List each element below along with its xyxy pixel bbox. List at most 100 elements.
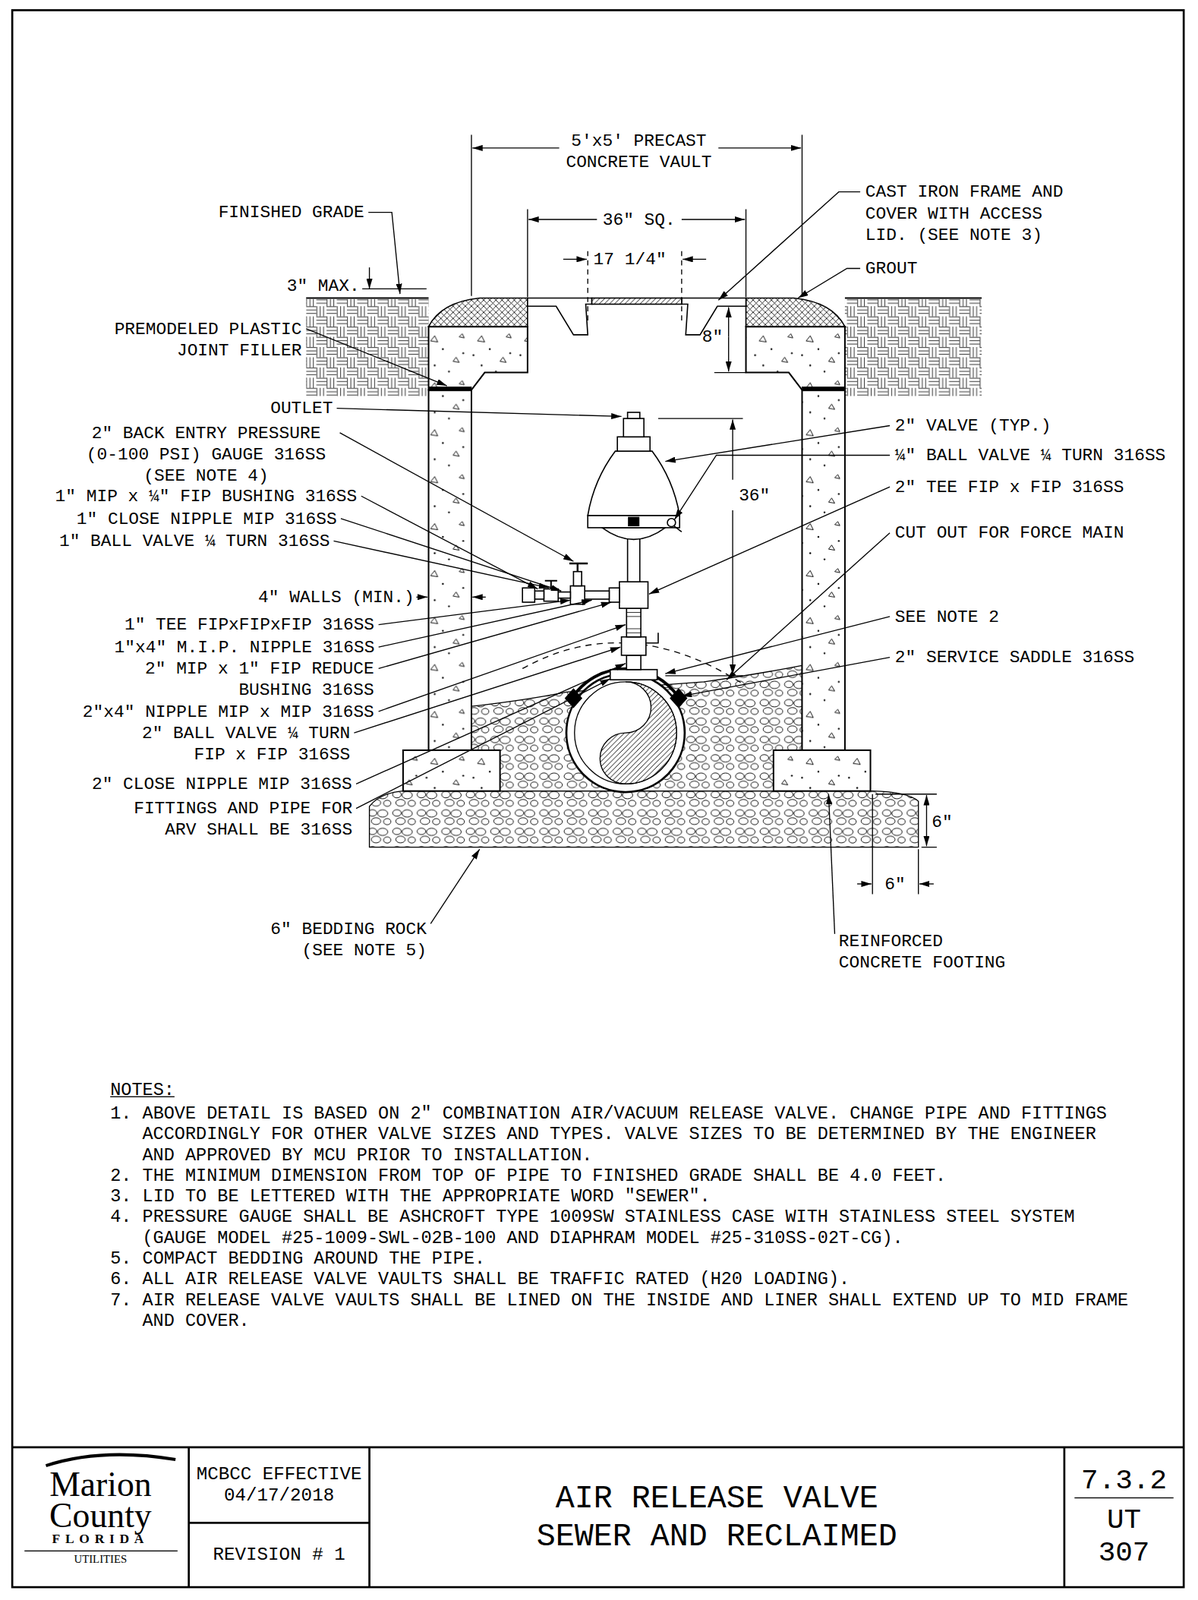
callout-label: ¼" BALL VALVE ¼ TURN 316SS xyxy=(895,444,1167,466)
air-release-assembly xyxy=(617,436,650,451)
air-release-assembly xyxy=(570,586,585,605)
force-main-pipe xyxy=(599,681,677,784)
callout-label: GROUT xyxy=(865,257,918,279)
logo-department: UTILITIES xyxy=(24,1550,178,1566)
soil-hatch xyxy=(305,299,429,397)
effective-date: MCBCC EFFECTIVE 04/17/2018 xyxy=(190,1462,367,1506)
frame-and-cover xyxy=(428,297,528,327)
force-main-pipe xyxy=(573,668,678,697)
leader-lines xyxy=(356,663,626,785)
detail-number: 7.3.2 xyxy=(1075,1464,1173,1498)
callout-label: 2" VALVE (TYP.) xyxy=(895,414,1052,436)
dimension-lines xyxy=(682,258,707,260)
callout-label: 1" BALL VALVE ¼ TURN 316SS xyxy=(59,529,331,552)
dimension-lines xyxy=(658,418,744,676)
callout-label: 1" CLOSE NIPPLE MIP 316SS xyxy=(76,507,338,530)
callout-label: PREMODELED PLASTIC JOINT FILLER xyxy=(109,318,303,361)
callout-label: 6" BEDDING ROCK (SEE NOTE 5) xyxy=(264,917,427,961)
dimension-lines xyxy=(872,794,918,895)
concrete-vault xyxy=(773,750,871,792)
sheet-border xyxy=(12,1447,1184,1587)
logo-cell: Marion CountyFLORIDAUTILITIES xyxy=(12,1447,190,1587)
leader-lines xyxy=(726,532,890,681)
note-text: 4. PRESSURE GAUGE SHALL BE ASHCROFT TYPE… xyxy=(110,1206,1129,1249)
leader-lines xyxy=(681,657,890,697)
dimension-lines xyxy=(472,147,559,149)
note-text: 1. ABOVE DETAIL IS BASED ON 2" COMBINATI… xyxy=(110,1103,1129,1166)
sheet-border xyxy=(12,9,1184,1587)
sheet-border xyxy=(12,9,1184,1587)
force-main-pipe xyxy=(574,681,677,784)
notes-heading: NOTES: xyxy=(110,1079,1129,1101)
bedding-rock xyxy=(471,665,802,791)
air-release-assembly xyxy=(543,589,559,602)
dimension-lines xyxy=(919,882,934,884)
dimension-lines xyxy=(875,794,937,848)
air-release-assembly xyxy=(646,632,659,643)
callout-label: 2" MIP x 1" FIP REDUCE BUSHING 316SS xyxy=(139,657,375,700)
revision-cell: REVISION # 1 xyxy=(189,1522,370,1587)
notes-block: NOTES:1. ABOVE DETAIL IS BASED ON 2" COM… xyxy=(110,1079,1129,1331)
callout-label: 2" CLOSE NIPPLE MIP 316SS xyxy=(91,772,353,795)
leader-lines xyxy=(334,540,550,588)
leader-lines xyxy=(353,646,621,733)
leader-lines xyxy=(305,192,890,934)
leader-lines xyxy=(674,454,890,520)
dimension-lines xyxy=(926,821,927,846)
dimension-lines xyxy=(527,209,747,298)
dimension-label: 17 1/4" xyxy=(593,248,667,270)
dimension-lines xyxy=(368,267,370,289)
air-release-assembly xyxy=(602,527,666,540)
dimension-lines xyxy=(362,288,427,290)
revision-number: REVISION # 1 xyxy=(213,1544,346,1566)
dimension-label: 6" xyxy=(884,873,905,895)
force-main-pipe xyxy=(522,643,743,792)
sheet-number: UT 307 xyxy=(1093,1503,1154,1570)
air-release-assembly xyxy=(573,571,582,587)
air-release-assembly xyxy=(626,608,641,637)
date-cell: MCBCC EFFECTIVE 04/17/2018 xyxy=(189,1447,370,1523)
dimension-label: 8" xyxy=(702,325,723,347)
callout-label: SEE NOTE 2 xyxy=(895,605,1000,628)
leader-lines xyxy=(665,616,890,674)
concrete-vault xyxy=(801,386,845,391)
air-release-assembly xyxy=(627,412,640,419)
air-release-assembly xyxy=(621,636,647,656)
note-text: 7. AIR RELEASE VALVE VAULTS SHALL BE LIN… xyxy=(110,1289,1129,1332)
concrete-vault xyxy=(403,326,871,792)
leader-lines xyxy=(305,328,447,386)
dimension-label: 36" xyxy=(738,484,770,506)
dimension-lines xyxy=(362,134,937,894)
leader-lines xyxy=(718,192,861,300)
leader-lines xyxy=(828,794,835,934)
callout-label: FINISHED GRADE xyxy=(218,201,365,223)
concrete-vault xyxy=(746,326,845,390)
callout-label: 5'x5' PRECAST CONCRETE VAULT xyxy=(561,129,718,173)
note-text: 3. LID TO BE LETTERED WITH THE APPROPRIA… xyxy=(110,1185,1129,1207)
leader-lines xyxy=(378,599,593,647)
callout-label: REINFORCED CONCRETE FOOTING xyxy=(838,930,1011,973)
callout-label: 1"x4" M.I.P. NIPPLE 316SS xyxy=(114,636,376,658)
sheet-number-cell: 7.3.2 UT 307 xyxy=(1064,1447,1184,1587)
dimension-lines xyxy=(728,337,729,373)
callout-label: CAST IRON FRAME AND COVER WITH ACCESS LI… xyxy=(865,181,1069,246)
drawing-title: AIR RELEASE VALVE SEWER AND RECLAIMED xyxy=(531,1478,902,1555)
concrete-vault xyxy=(428,326,528,390)
dimension-lines xyxy=(728,307,729,338)
dimension-lines xyxy=(681,218,745,220)
dimension-lines xyxy=(714,372,747,373)
logo-name: Marion County xyxy=(34,1469,168,1532)
dimension-lines xyxy=(857,882,872,884)
callout-label: OUTLET xyxy=(270,397,333,420)
force-main-pipe xyxy=(566,673,685,792)
dimension-label: 6" xyxy=(931,810,953,833)
leader-lines xyxy=(340,432,574,562)
air-release-assembly xyxy=(623,418,644,437)
air-release-assembly xyxy=(587,515,680,528)
air-release-assembly xyxy=(534,590,544,599)
bedding-rock xyxy=(369,791,919,848)
dimension-lines xyxy=(718,147,801,149)
air-release-assembly xyxy=(628,517,639,526)
dimension-label: 36" SQ. xyxy=(602,208,676,231)
